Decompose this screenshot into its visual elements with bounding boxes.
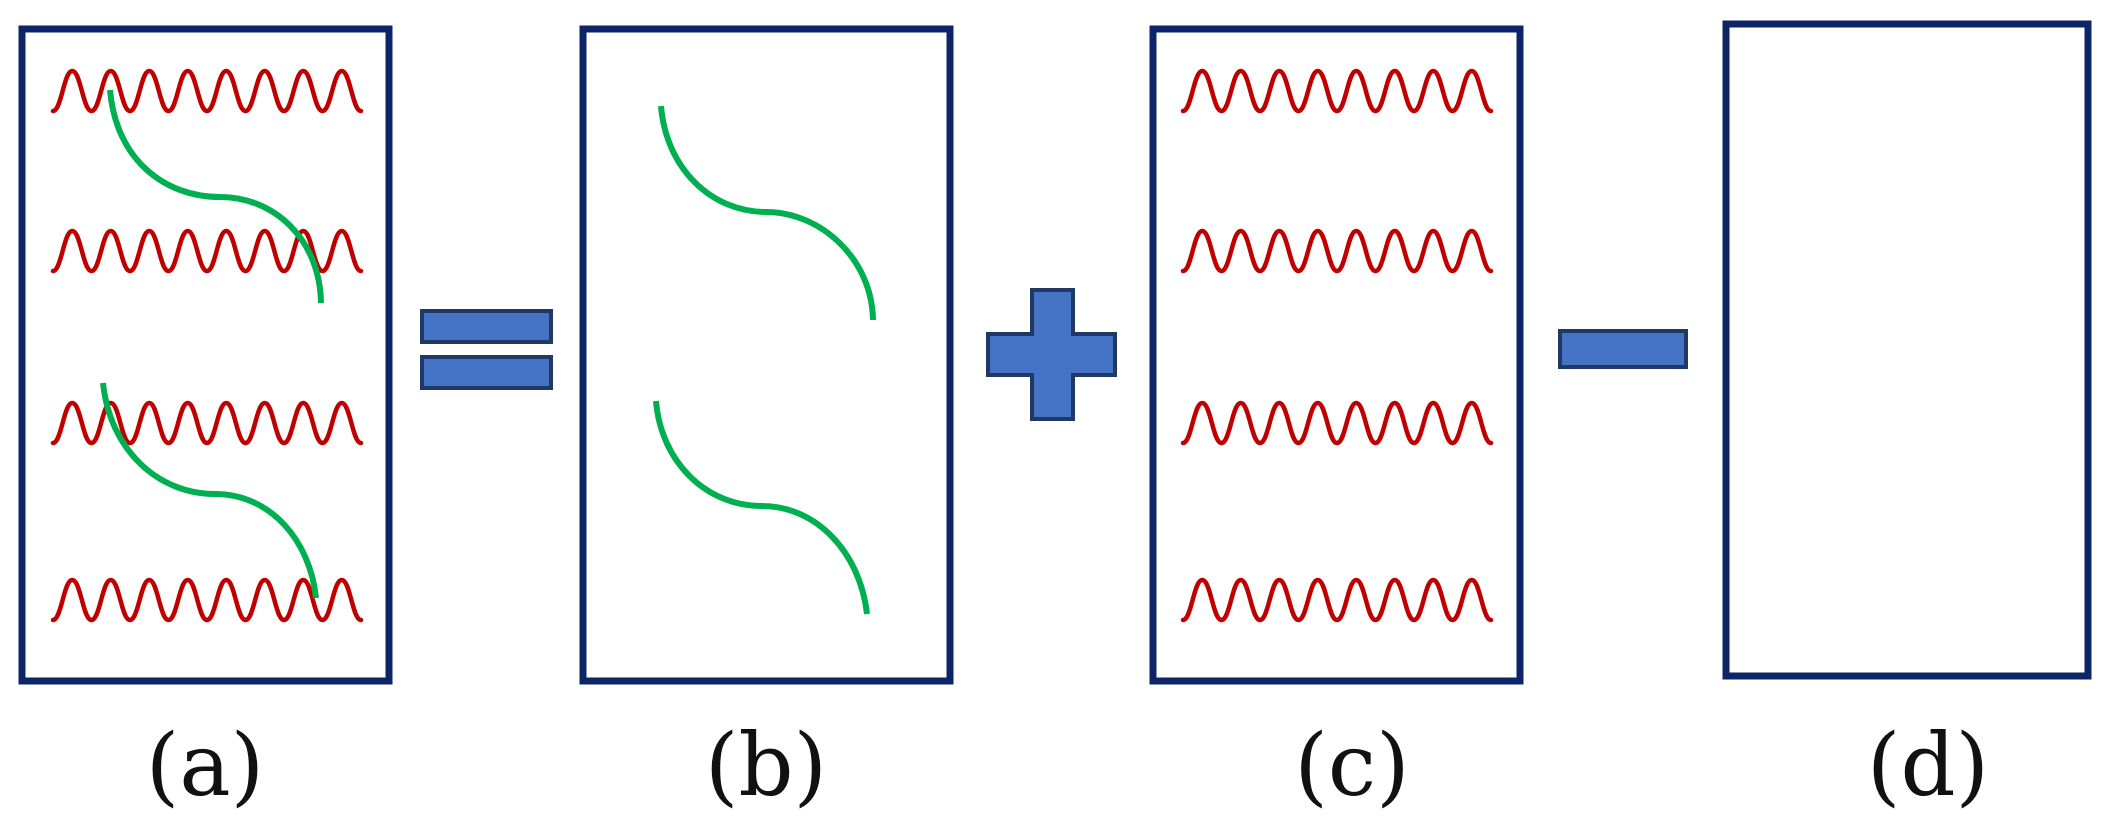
- panel-b-strands: [653, 105, 876, 615]
- wavy-chain: [1180, 400, 1494, 446]
- wavy-chain: [50, 577, 364, 623]
- panel-c: (c): [1149, 25, 1524, 816]
- panel-d-frame: [1722, 20, 2092, 680]
- panel-d-label: (d): [1867, 716, 1989, 816]
- panel-a-frame: [18, 25, 393, 685]
- panel-a-label: (a): [146, 716, 264, 816]
- panel-b: (b): [579, 25, 954, 816]
- panel-c-frame: [1149, 25, 1524, 685]
- equals-bar-bottom: [420, 355, 553, 390]
- equals-bar-top: [420, 309, 553, 344]
- plus-shape: [986, 288, 1117, 421]
- wavy-chain: [50, 400, 364, 446]
- wavy-chain: [50, 68, 364, 114]
- panel-a-strands: [100, 89, 324, 599]
- wavy-chain: [1180, 577, 1494, 623]
- minus-bar: [1558, 329, 1688, 369]
- wavy-chain: [1180, 68, 1494, 114]
- panel-d: (d): [1722, 20, 2092, 816]
- plus-sign-icon: [986, 288, 1117, 421]
- equals-sign-icon: [420, 309, 553, 390]
- panel-b-label: (b): [705, 716, 827, 816]
- panel-a: (a): [18, 25, 393, 816]
- panel-c-label: (c): [1294, 716, 1409, 816]
- curved-strand: [100, 382, 319, 599]
- wavy-chain: [50, 228, 364, 274]
- curved-strand: [107, 89, 324, 304]
- wavy-chain: [1180, 228, 1494, 274]
- panel-a-chains: [50, 68, 364, 623]
- panel-b-frame: [579, 25, 954, 685]
- panel-c-chains: [1180, 68, 1494, 623]
- curved-strand: [658, 105, 876, 321]
- minus-sign-icon: [1558, 329, 1688, 369]
- curved-strand: [653, 400, 870, 615]
